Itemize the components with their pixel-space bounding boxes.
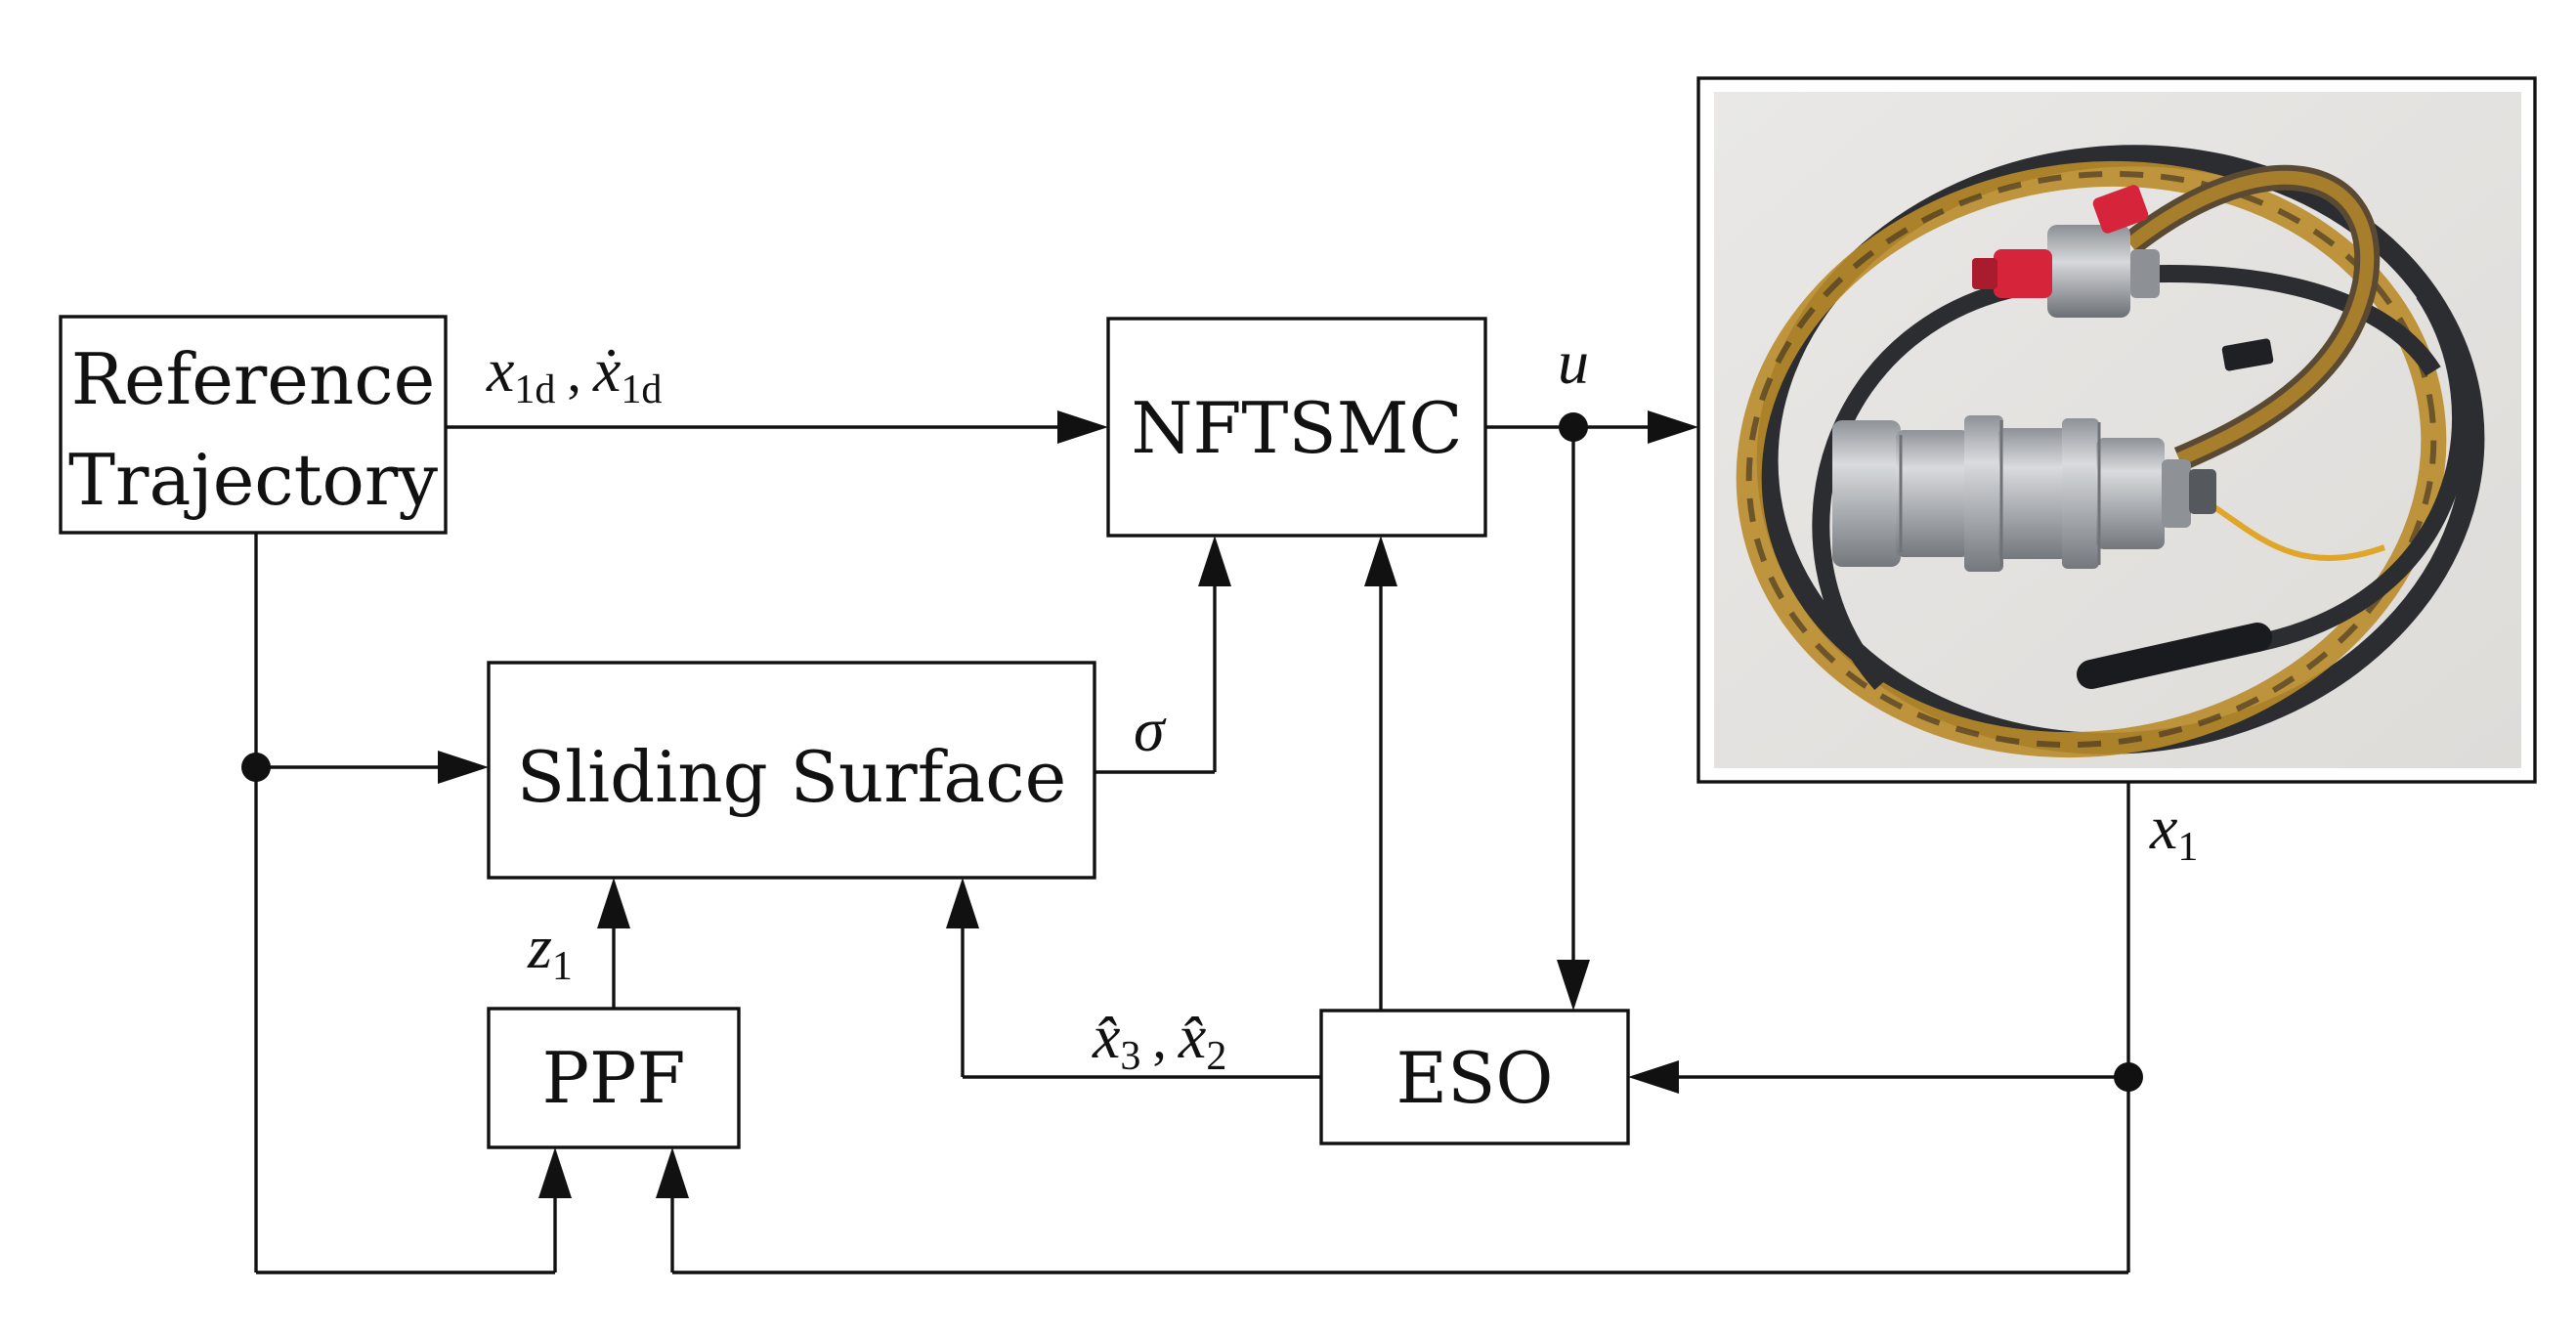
nftsmc-label: NFTSMC: [1131, 387, 1462, 469]
actuator-cylinder: [1832, 415, 2216, 572]
reference-label-line1: Reference: [71, 338, 435, 420]
signal-x1-label: x1: [2149, 793, 2198, 870]
svg-text:x1: x1: [2149, 793, 2198, 870]
x3-hat-base: x̂: [1092, 1002, 1120, 1071]
svg-text:x̂3,x̂2: x̂3,x̂2: [1092, 1002, 1226, 1079]
signal-sigma-label: σ: [1134, 695, 1167, 764]
arrowhead-sliding-z1: [597, 878, 630, 928]
x1d-separator: ,: [567, 340, 581, 404]
signal-u-label: u: [1558, 327, 1589, 397]
arrowhead-sliding-eso: [946, 878, 979, 928]
svg-text:z1: z1: [527, 912, 573, 989]
svg-text:x1d,ẋ1d: x1d,ẋ1d: [486, 335, 662, 412]
x2-hat-base: x̂: [1178, 1002, 1206, 1071]
x3-hat-sub: 3: [1120, 1034, 1140, 1079]
ppf-block: PPF: [487, 1007, 741, 1149]
sliding-surface-block: Sliding Surface: [487, 661, 1096, 880]
x1-sub: 1: [2177, 825, 2198, 870]
ppf-label: PPF: [542, 1037, 686, 1119]
arrowhead-nftsmc-eso: [1364, 536, 1397, 586]
x2-hat-sub: 2: [1206, 1034, 1226, 1079]
nftsmc-block: NFTSMC: [1106, 317, 1487, 538]
eso-separator: ,: [1152, 1007, 1167, 1070]
arrowhead-sliding-input: [438, 751, 489, 784]
arrowhead-ppf-right: [656, 1147, 689, 1198]
x1d-base: x: [486, 335, 514, 405]
x1-base: x: [2149, 793, 2177, 862]
arrowhead-eso-right: [1628, 1060, 1679, 1094]
arrowhead-nftsmc-input: [1057, 410, 1108, 444]
x1d-sub: 1d: [514, 367, 555, 412]
eso-label: ESO: [1396, 1037, 1554, 1119]
plant-photo: [1696, 76, 2537, 784]
eso-block: ESO: [1319, 1009, 1630, 1145]
arrowhead-ppf-left: [538, 1147, 572, 1198]
signal-eso-estimates-label: x̂3,x̂2: [1092, 1002, 1226, 1079]
arrowhead-plant-input: [1648, 410, 1698, 444]
arrowhead-eso-top: [1557, 960, 1590, 1011]
signal-x1d-label: x1d,ẋ1d: [486, 335, 662, 412]
x1d-dot-sub: 1d: [621, 367, 662, 412]
z1-sub: 1: [552, 944, 573, 989]
x1d-dot-base: ẋ: [592, 335, 622, 405]
reference-trajectory-block: Reference Trajectory: [59, 315, 448, 535]
arrowhead-nftsmc-sigma: [1198, 536, 1231, 586]
reference-label-line2: Trajectory: [68, 439, 438, 521]
z1-base: z: [527, 912, 552, 981]
connector-assembly: [1972, 185, 2274, 371]
sliding-surface-label: Sliding Surface: [517, 736, 1066, 818]
signal-z1-label: z1: [527, 912, 573, 989]
